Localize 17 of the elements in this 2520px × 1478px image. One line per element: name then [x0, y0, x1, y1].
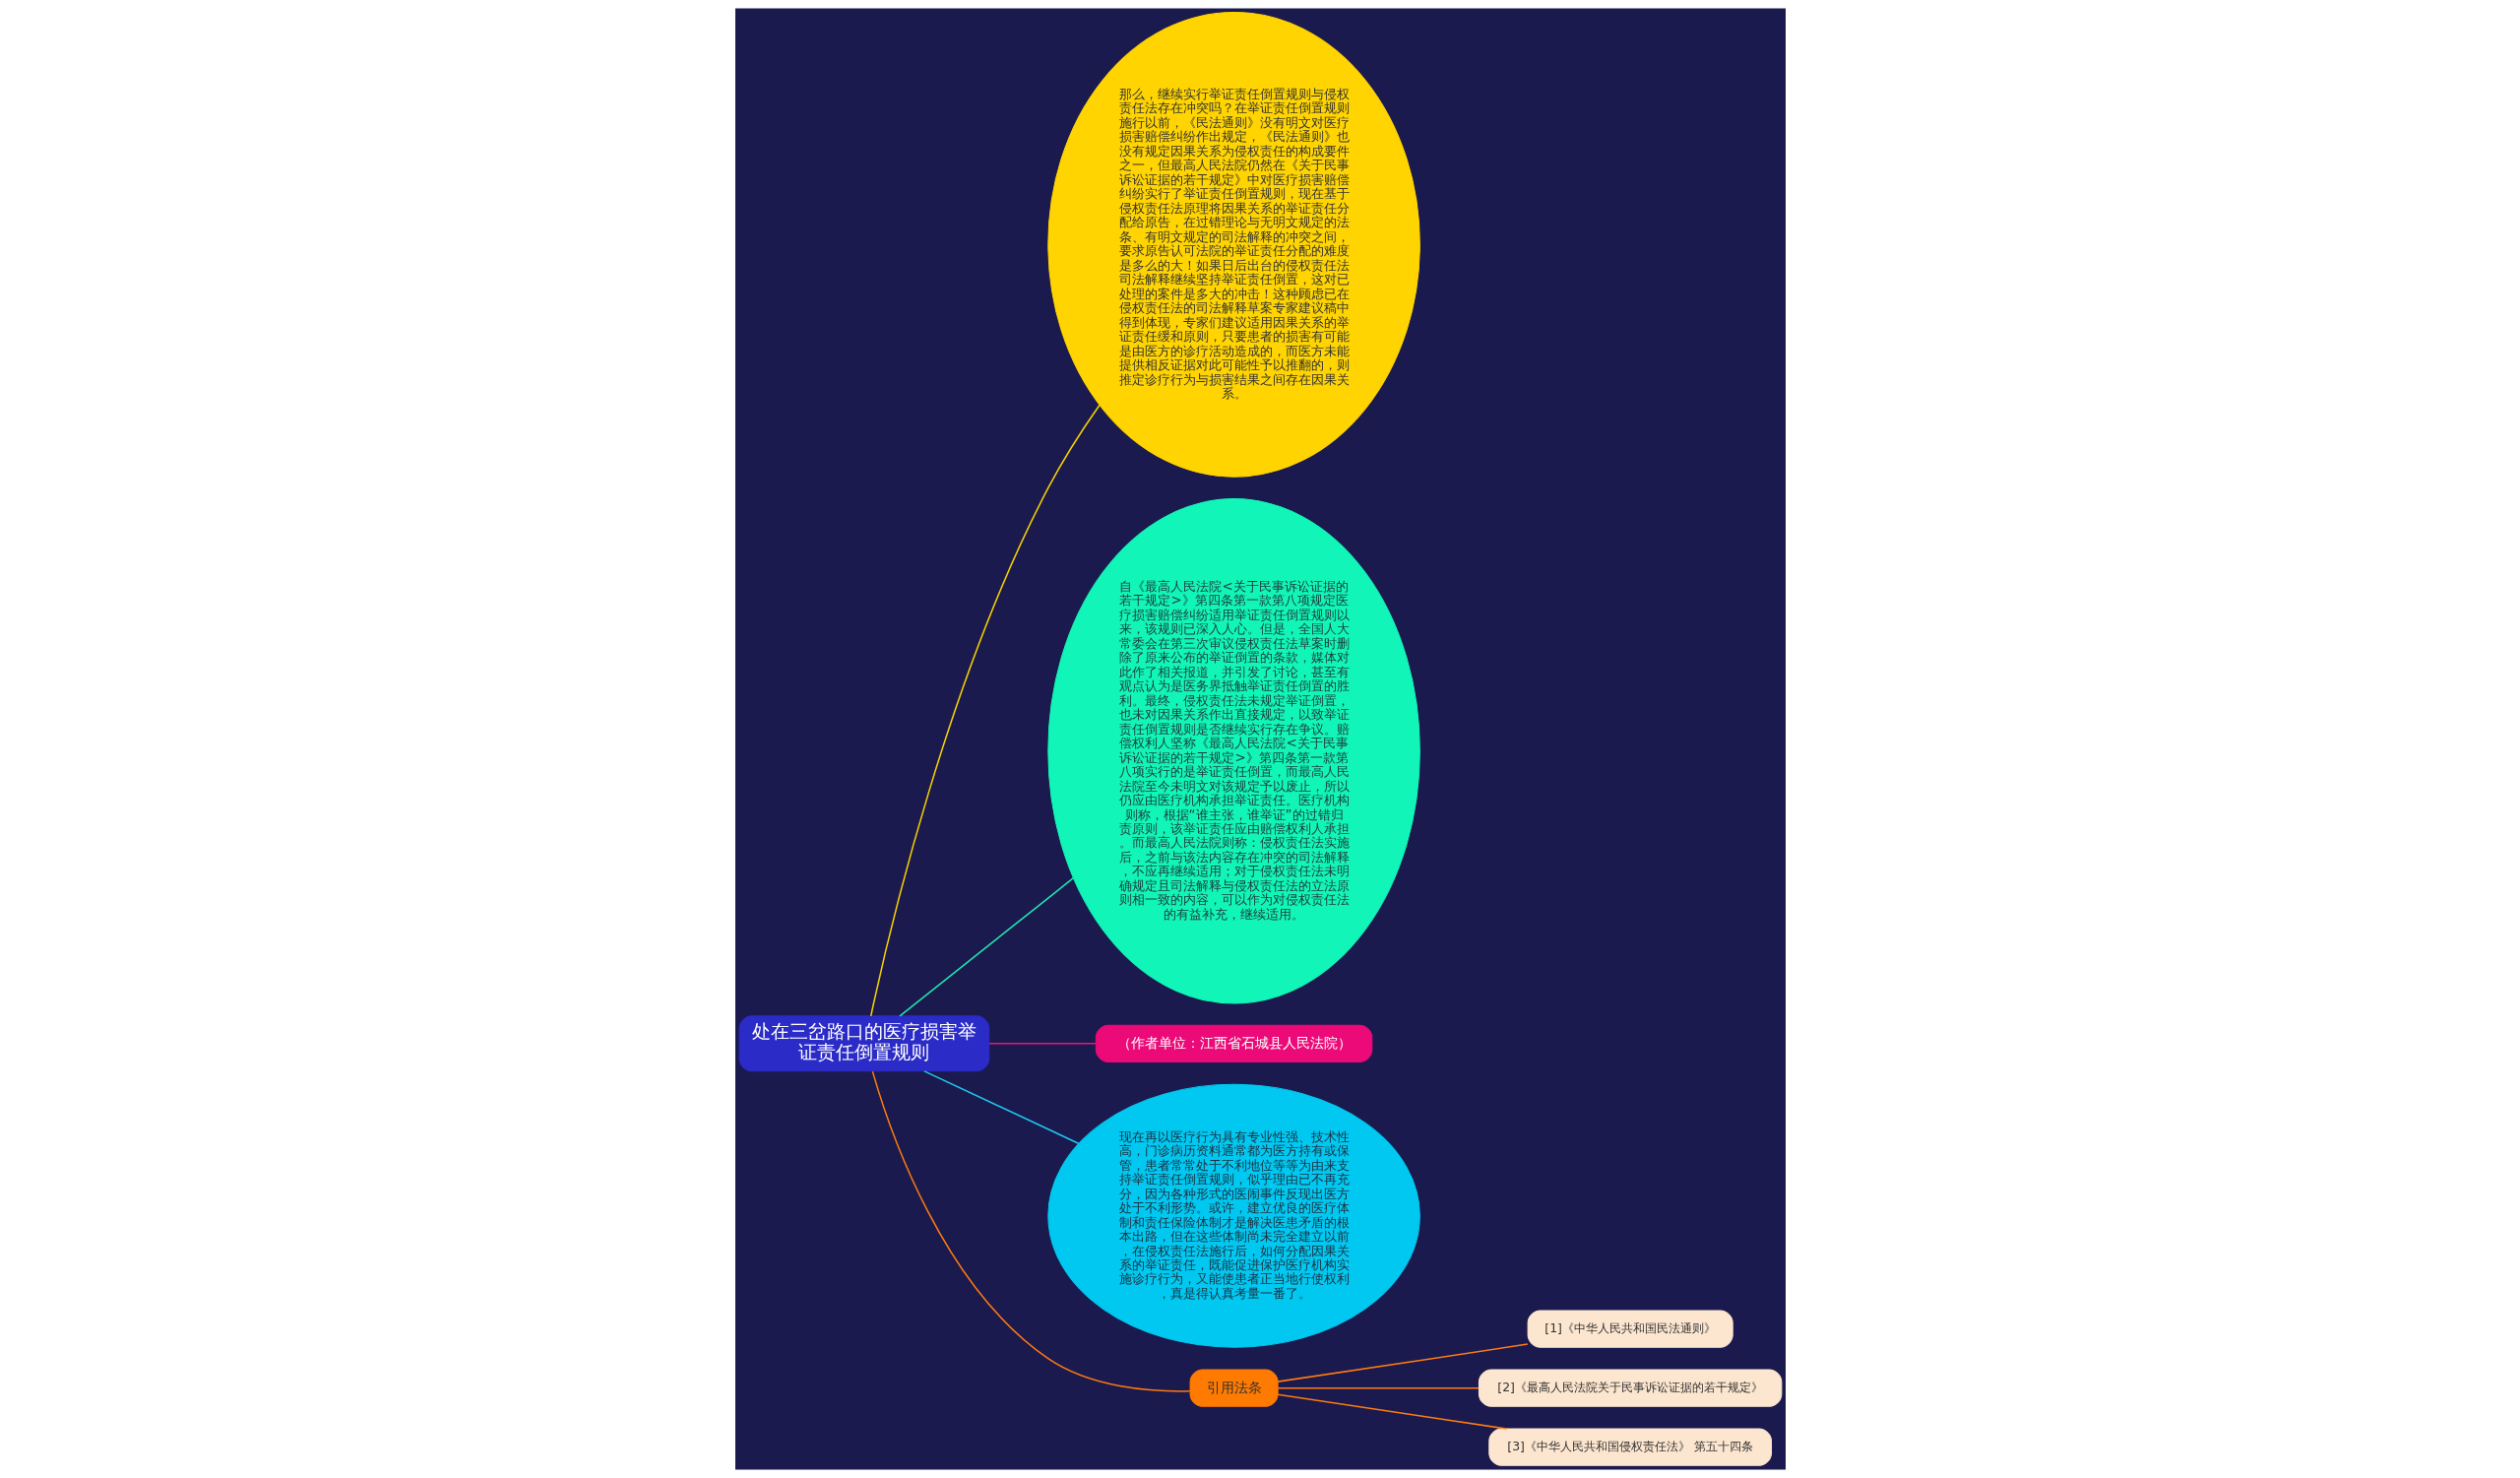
node-box: 处在三岔路口的医疗损害举证责任倒置规则: [738, 1015, 989, 1072]
node-box: 引用法条: [1189, 1369, 1279, 1407]
node-box: [3]《中华人民共和国侵权责任法》 第五十四条: [1487, 1428, 1772, 1466]
node-ellipse: 那么，继续实行举证责任倒置规则与侵权责任法存在冲突吗？在举证责任倒置规则施行以前，《民法通则》没有明文对医疗损害赔偿纠纷作出规定，《民法通则》也没有规定因果关系为侵权责任的构成要件之一，但最高人民法院仍然在《关于民事诉讼证据的若干规定》中对医疗损害赔偿纠纷实行了举证责任倒置规则，现在基于侵权责任法原理将因果关系的举证责任分配给原告，在过错理论与无明文规定的法条、有明文规定的司法解释的冲突之间，要求原告认可法院的举证责任分配的难度是多么的大！如果日后出台的侵权责任法司法解释继续坚持举证责任倒置，这对已处理的案件是多大的冲击！这种顾虑已在侵权责任法的司法解释草案专家建议稿中得到体现，专家们建议适用因果关系的举证责任缓和原则，只要患者的损害有可能是由医方的诊疗活动造成的，而医方未能提供相反证据对此可能性予以推翻的，则推定诊疗行为与损害结果之间存在因果关系。: [1046, 11, 1420, 478]
connector: [1276, 1386, 1480, 1389]
node-ellipse: 自《最高人民法院<关于民事诉讼证据的若干规定>》第四条第一款第八项规定医疗损害赔偿纠纷适用举证责任倒置规则以来，该规则已深入人心。但是，全国人大常委会在第三次审议侵权责任法草案时删除了原来公布的举证倒置的条款，媒体对此作了相关报道，并引发了讨论，甚至有观点认为是医务界抵触举证责任倒置的胜利。最终，侵权责任法未规定举证倒置，也未对因果关系作出直接规定，以致举证责任倒置规则是否继续实行存在争议。赔偿权利人坚称《最高人民法院<关于民事诉讼证据的若干规定>》第四条第一款第八项实行的是举证责任倒置，而最高人民法院至今未明文对该规定予以废止，所以仍应由医疗机构承担举证责任。医疗机构则称，根据“谁主张，谁举证”的过错归责原则，该举证责任应由赔偿权利人承担。而最高人民法院则称：侵权责任法实施后，之前与该法内容存在冲突的司法解释，不应再继续适用；对于侵权责任法未明确规定且司法解释与侵权责任法的立法原则相一致的内容，可以作为对侵权责任法的有益补充，继续适用。: [1046, 498, 1420, 1004]
node-box: [2]《最高人民法院关于民事诉讼证据的若干规定》: [1478, 1369, 1782, 1407]
connector: [987, 1043, 1097, 1045]
node-box: （作者单位：江西省石城县人民法院）: [1095, 1024, 1372, 1062]
connector: [898, 876, 1074, 1017]
node-ellipse: 现在再以医疗行为具有专业性强、技术性高，门诊病历资料通常都为医方持有或保管，患者常常处于不利地位等等为由来支持举证责任倒置规则，似乎理由已不再充分，因为各种形式的医闹事件反现出医方处于不利形势。或许，建立优良的医疗体制和责任保险体制才是解决医患矛盾的根本出路，但在这些体制尚未完全建立以前，在侵权责任法施行后，如何分配因果关系的举证责任，既能促进保护医疗机构实施诊疗行为，又能使患者正当地行使权利，真是得认真考量一番了。: [1046, 1083, 1420, 1348]
connector: [869, 404, 1101, 1017]
node-box: [1]《中华人民共和国民法通则》: [1527, 1310, 1733, 1348]
connector: [922, 1070, 1079, 1144]
connector: [1276, 1343, 1529, 1382]
connector: [871, 1070, 1191, 1392]
connector: [1276, 1393, 1507, 1430]
